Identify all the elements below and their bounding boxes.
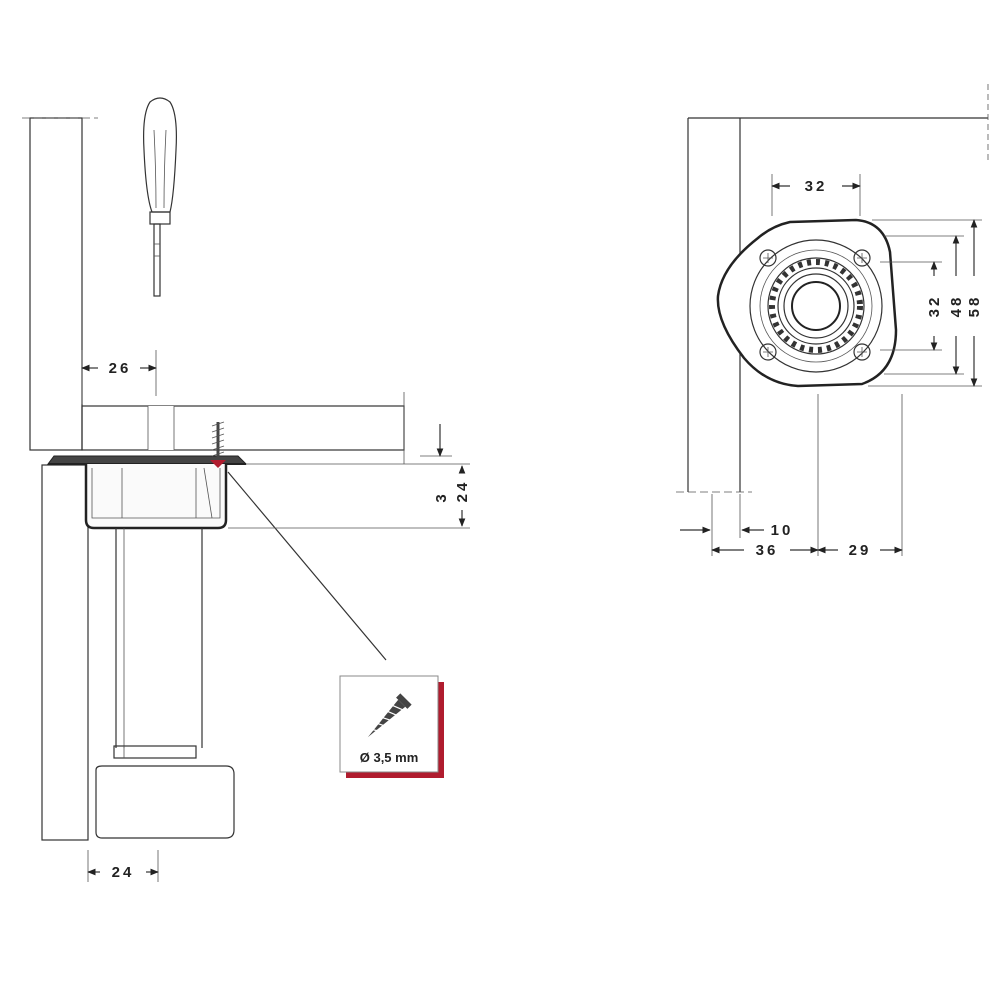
screw-hole-icon xyxy=(759,343,777,361)
dimension-wall-offset: 26 xyxy=(81,350,157,404)
screwdriver-icon xyxy=(143,97,177,297)
dimension-center-offset: 36 xyxy=(711,542,819,559)
dimension-label-center-offset: 36 xyxy=(756,542,779,559)
screw-icon xyxy=(367,693,412,738)
dimension-label-wall-thickness: 10 xyxy=(771,522,794,539)
cabinet-side-panel-upper xyxy=(22,117,98,451)
side-view: 26 3 24 24 xyxy=(22,97,471,882)
adjustment-ring xyxy=(767,257,865,355)
dimension-label-foot-width: 24 xyxy=(112,864,135,881)
dimension-wall-thickness: 10 xyxy=(680,522,794,539)
screw-holes xyxy=(759,249,871,361)
dimension-label-hole-spacing-horizontal: 32 xyxy=(805,178,828,195)
dimension-label-cup-depth: 24 xyxy=(454,480,471,503)
dimension-label-outer-height: 58 xyxy=(966,295,983,318)
dimension-plate-thickness: 3 xyxy=(420,424,452,503)
dimension-hole-spacing-horizontal: 32 xyxy=(771,174,861,216)
dimension-cup-depth: 24 xyxy=(228,463,471,529)
dimension-hole-spacing-vertical: 32 xyxy=(880,261,943,351)
leveling-foot xyxy=(95,765,235,839)
dimension-label-center-to-edge: 29 xyxy=(849,542,872,559)
leg-cup xyxy=(84,464,228,530)
screw-hole-icon xyxy=(759,249,777,267)
mounting-screw xyxy=(210,421,226,468)
dimension-foot-width: 24 xyxy=(87,850,159,882)
screw-callout: Ø 3,5 mm xyxy=(339,675,444,778)
dimension-inner-height: 48 xyxy=(884,235,965,375)
screw-hole-icon xyxy=(853,249,871,267)
plinth-panel xyxy=(41,464,89,841)
callout-leader-line xyxy=(227,471,387,661)
screw-hole-icon xyxy=(853,343,871,361)
dimension-center-to-edge: 29 xyxy=(817,542,903,559)
leg-tube xyxy=(113,528,203,759)
callout-box xyxy=(339,675,439,773)
dimension-label-inner-height: 48 xyxy=(948,295,965,318)
top-view: 32 32 48 58 xyxy=(676,84,989,559)
cabinet-bottom-panel xyxy=(81,392,405,464)
dimension-label-hole-spacing-vertical: 32 xyxy=(926,295,943,318)
screw-diameter-label: Ø 3,5 mm xyxy=(360,750,419,765)
dimension-label-wall-offset: 26 xyxy=(109,360,132,377)
dimension-label-plate-thickness: 3 xyxy=(433,491,450,502)
dimension-outer-height: 58 xyxy=(868,219,983,387)
